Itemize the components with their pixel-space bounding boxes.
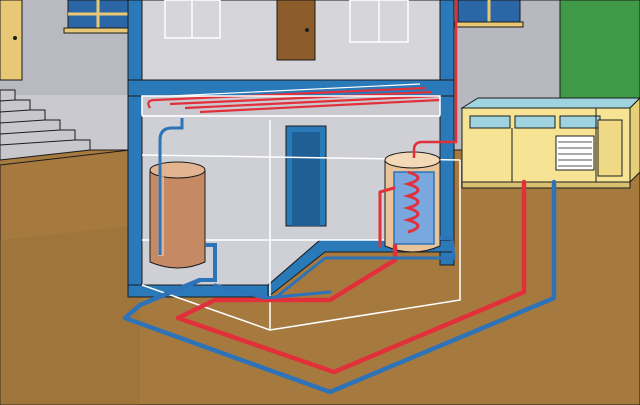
upper-door (276, 0, 316, 61)
stairs (0, 89, 91, 161)
window-right (454, 0, 524, 28)
house-frame (127, 0, 455, 299)
upper-room (141, 0, 441, 81)
outdoor-unit (460, 97, 640, 189)
left-door (0, 0, 23, 81)
ground-loop (122, 179, 557, 395)
storage-tank (149, 118, 217, 282)
buffer-tank-with-coil (384, 0, 458, 253)
window-left (63, 0, 133, 34)
